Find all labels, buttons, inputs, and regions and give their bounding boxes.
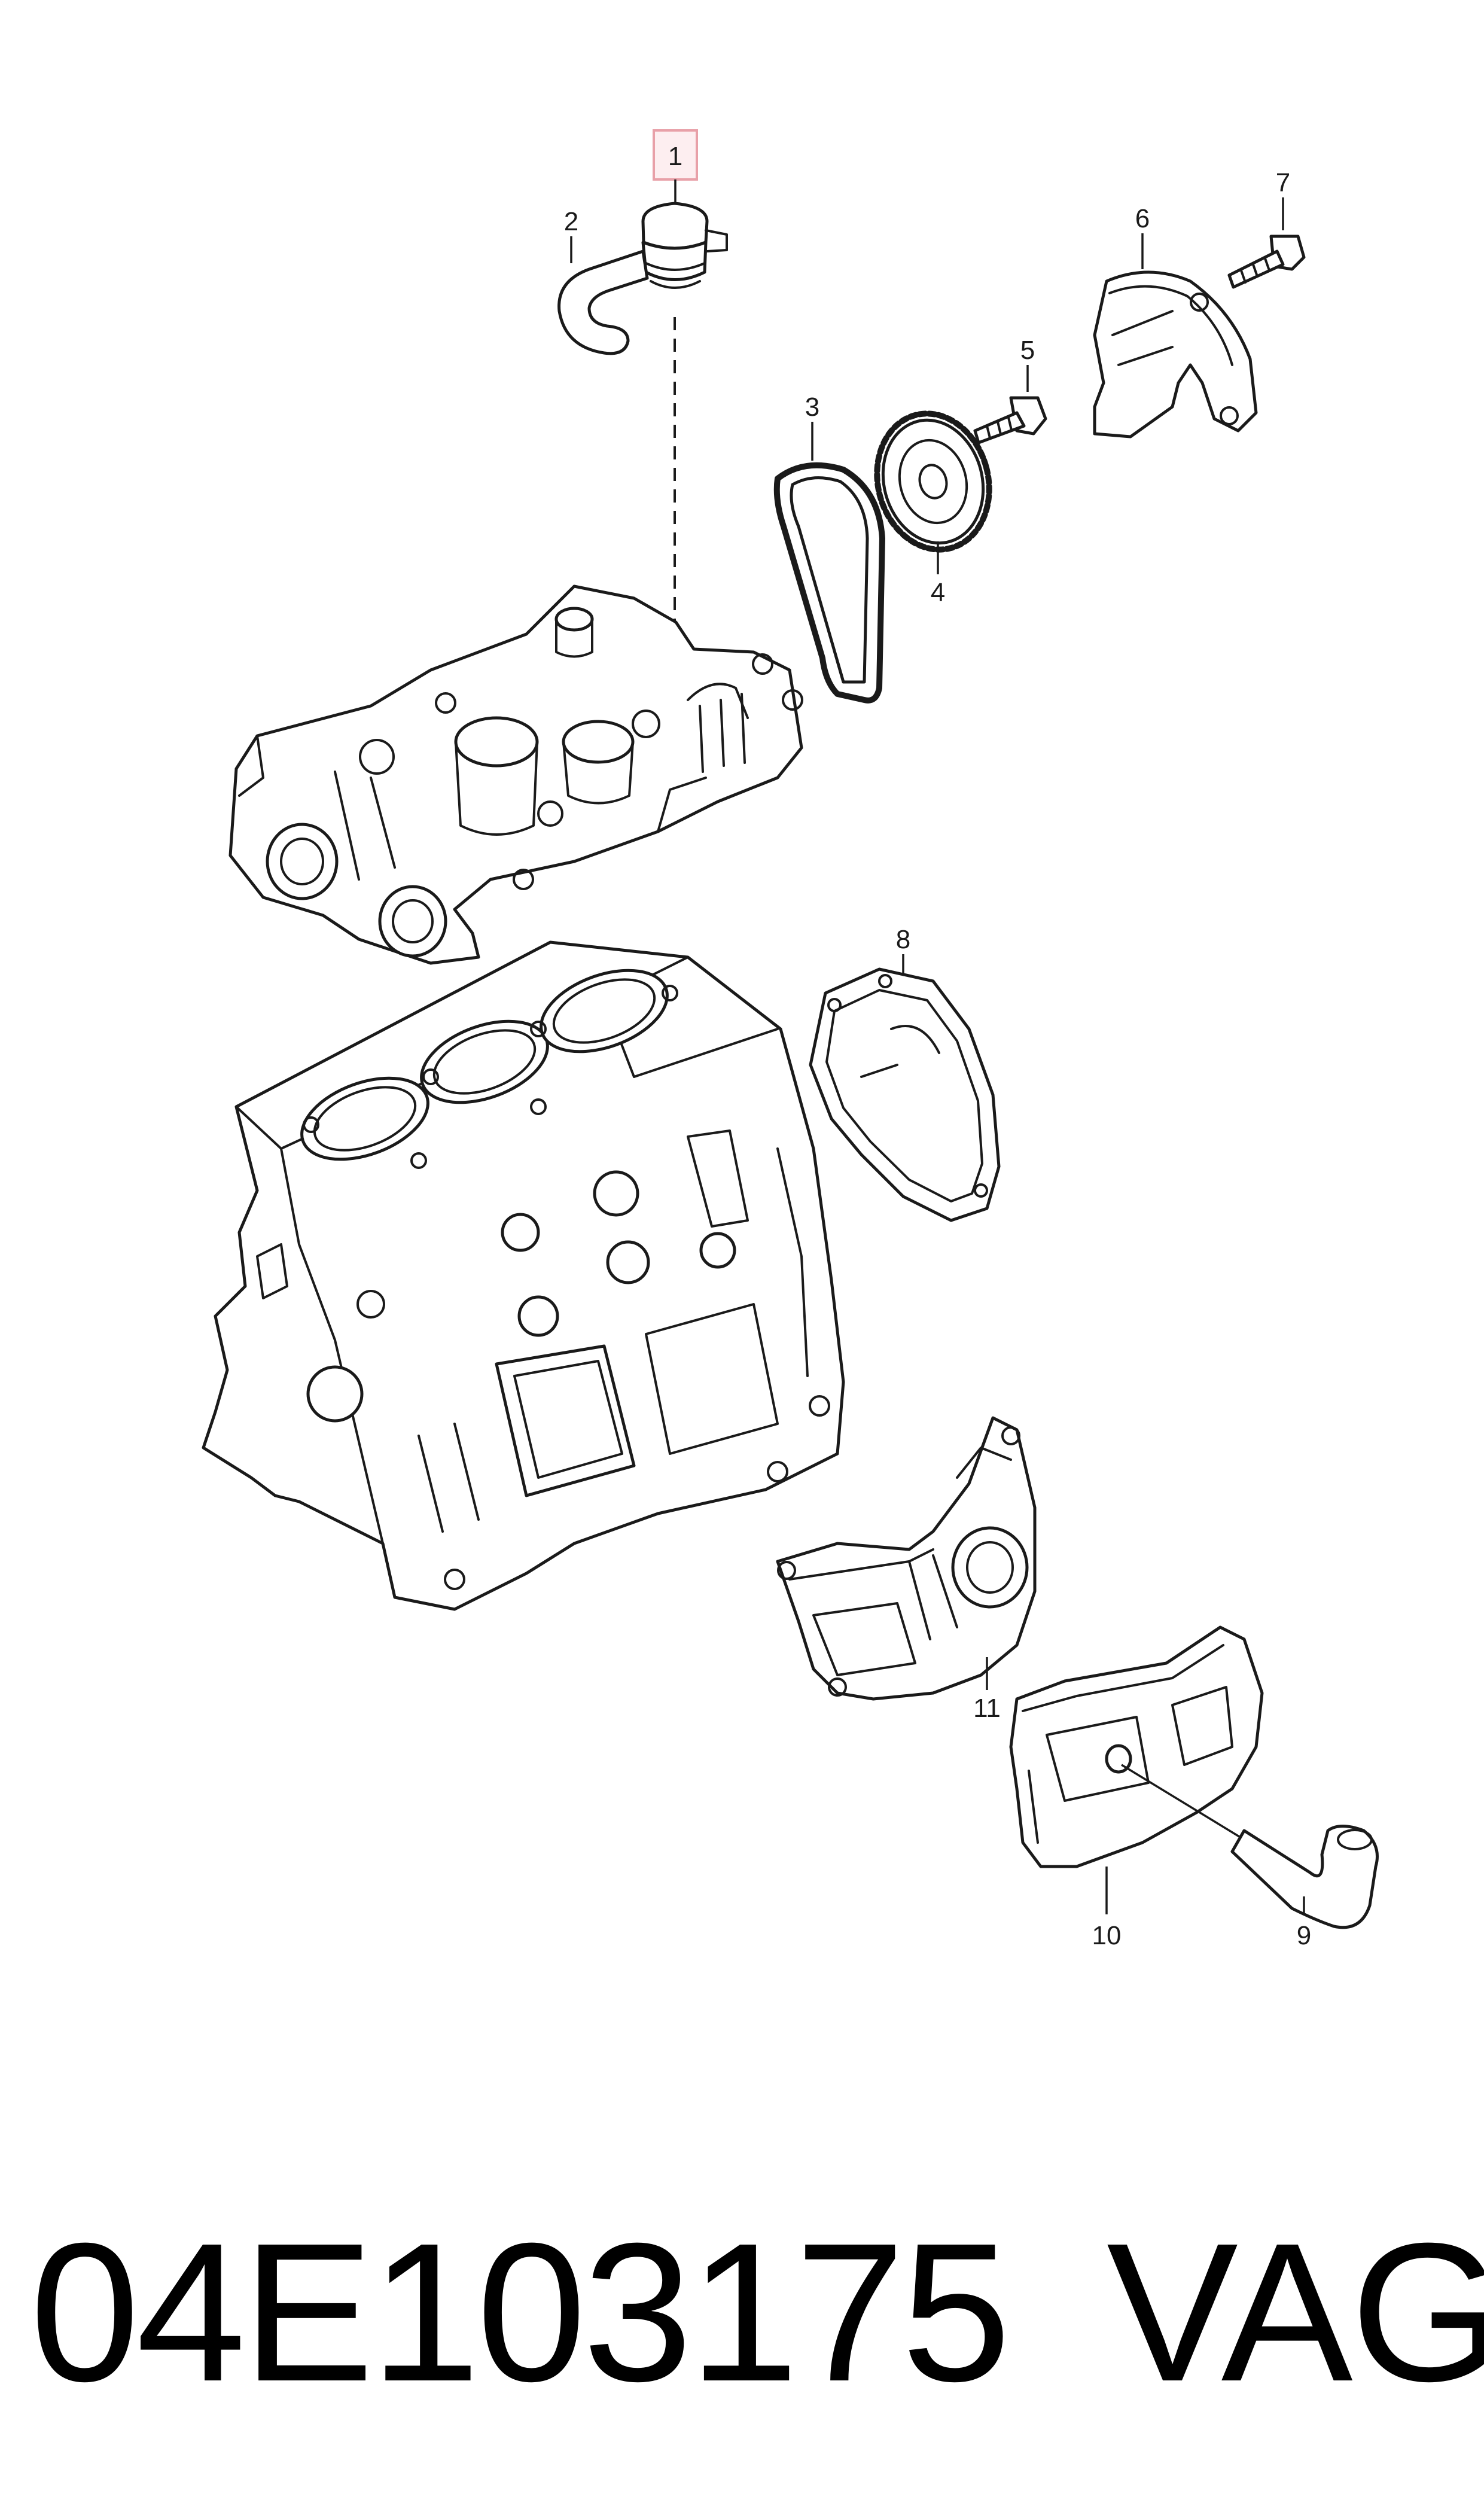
- brand-name: VAG: [1107, 2202, 1484, 2422]
- callout-10-label: 10: [1092, 1921, 1122, 1950]
- callout-8-label: 8: [896, 925, 910, 954]
- callout-9-label: 9: [1297, 1921, 1311, 1950]
- callout-6-label: 6: [1135, 204, 1150, 233]
- callout-4-label: 4: [931, 578, 945, 607]
- cylinder-head-cover: [228, 584, 803, 965]
- part-8-gasket: 8: [809, 925, 1001, 1222]
- part-2-hose: 2: [557, 207, 649, 355]
- part-6-belt-guard: 6: [1093, 204, 1258, 439]
- part-9-breather-hose: 9: [1121, 1764, 1379, 1950]
- callout-1-label: 1: [668, 142, 682, 171]
- cylinder-block: [202, 940, 845, 1611]
- part-10-oil-separator: 10: [1009, 1625, 1264, 1950]
- part-number: 04E103175: [30, 2202, 1011, 2422]
- part-3-toothed-belt: 3: [773, 392, 885, 704]
- part-4-camshaft-sprocket: 4: [874, 410, 992, 607]
- callout-2-label: 2: [564, 207, 578, 236]
- part-5-bolt: 5: [973, 336, 1047, 444]
- callout-3-label: 3: [805, 392, 819, 422]
- callout-5-label: 5: [1020, 336, 1035, 365]
- callout-7-label: 7: [1276, 168, 1290, 197]
- callout-11-label: 11: [973, 1694, 1001, 1723]
- part-11-pump-housing: 11: [776, 1416, 1037, 1723]
- part-7-bolt: 7: [1227, 168, 1306, 289]
- part-1-oil-filler-cap: 1: [641, 129, 728, 289]
